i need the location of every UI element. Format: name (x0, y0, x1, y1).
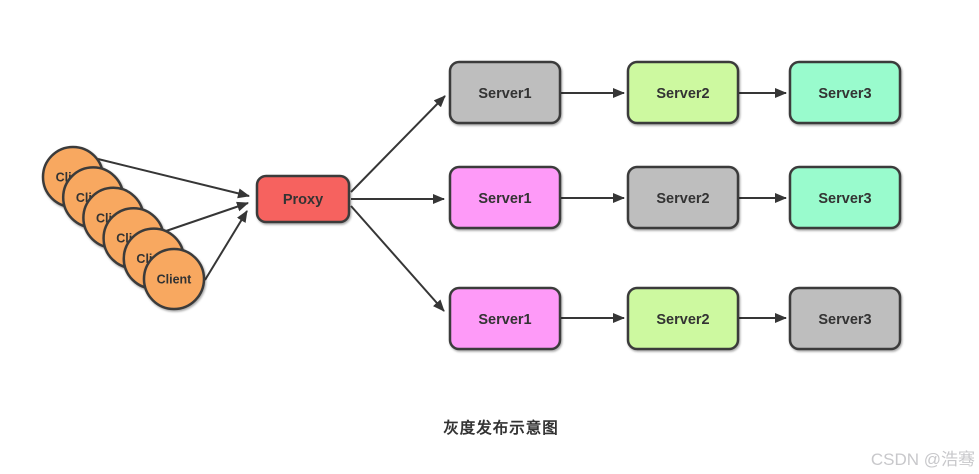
server-node-r1c3: Server3 (788, 60, 902, 125)
arrow-proxy-to-row1 (350, 95, 446, 193)
proxy-to-server-arrows (350, 95, 446, 312)
server-label: Server3 (818, 312, 871, 328)
server-node-r2c1: Server1 (448, 165, 562, 230)
server-node-r1c1: Server1 (448, 60, 562, 125)
server-node-r1c2: Server2 (626, 60, 740, 125)
client-node-label: Client (157, 273, 193, 287)
server-label: Server1 (478, 191, 531, 207)
proxy-box (255, 174, 351, 224)
client-node: Client (142, 247, 206, 311)
server-node-r3c2: Server2 (626, 286, 740, 351)
arrow-client5-to-proxy (165, 201, 249, 232)
server-row-2: Server1 Server2 Server3 (448, 165, 902, 230)
server-node-r2c3: Server3 (788, 165, 902, 230)
server-box (788, 286, 902, 351)
server-box (626, 286, 740, 351)
clients-group: Client Client Client Client Client Clien… (41, 145, 206, 311)
server-chain-arrows (560, 88, 787, 323)
server-row-1: Server1 Server2 Server3 (448, 60, 902, 125)
server-node-r2c2: Server2 (626, 165, 740, 230)
server-label: Server1 (478, 312, 531, 328)
arrow-proxy-to-row3 (350, 205, 445, 312)
diagram-title: 灰度发布示意图 (443, 418, 559, 437)
server-node-r3c1: Server1 (448, 286, 562, 351)
arrow-client6-to-proxy (204, 210, 248, 281)
server-box (788, 60, 902, 125)
server-box (626, 165, 740, 230)
server-label: Server1 (478, 86, 531, 102)
client-to-proxy-arrows (97, 158, 250, 281)
server-label: Server3 (818, 86, 871, 102)
server-label: Server3 (818, 191, 871, 207)
client-circle (142, 247, 206, 311)
server-label: Server2 (656, 86, 709, 102)
server-box (448, 60, 562, 125)
arrow-client1-to-proxy (97, 158, 250, 199)
server-row-3: Server1 Server2 Server3 (448, 286, 902, 351)
server-node-r3c3: Server3 (788, 286, 902, 351)
server-label: Server2 (656, 191, 709, 207)
watermark: CSDN @浩骞 (871, 449, 975, 469)
server-box (448, 286, 562, 351)
server-label: Server2 (656, 312, 709, 328)
proxy-label: Proxy (283, 192, 323, 208)
proxy-node: Proxy (255, 174, 351, 224)
server-box (448, 165, 562, 230)
server-box (788, 165, 902, 230)
server-box (626, 60, 740, 125)
